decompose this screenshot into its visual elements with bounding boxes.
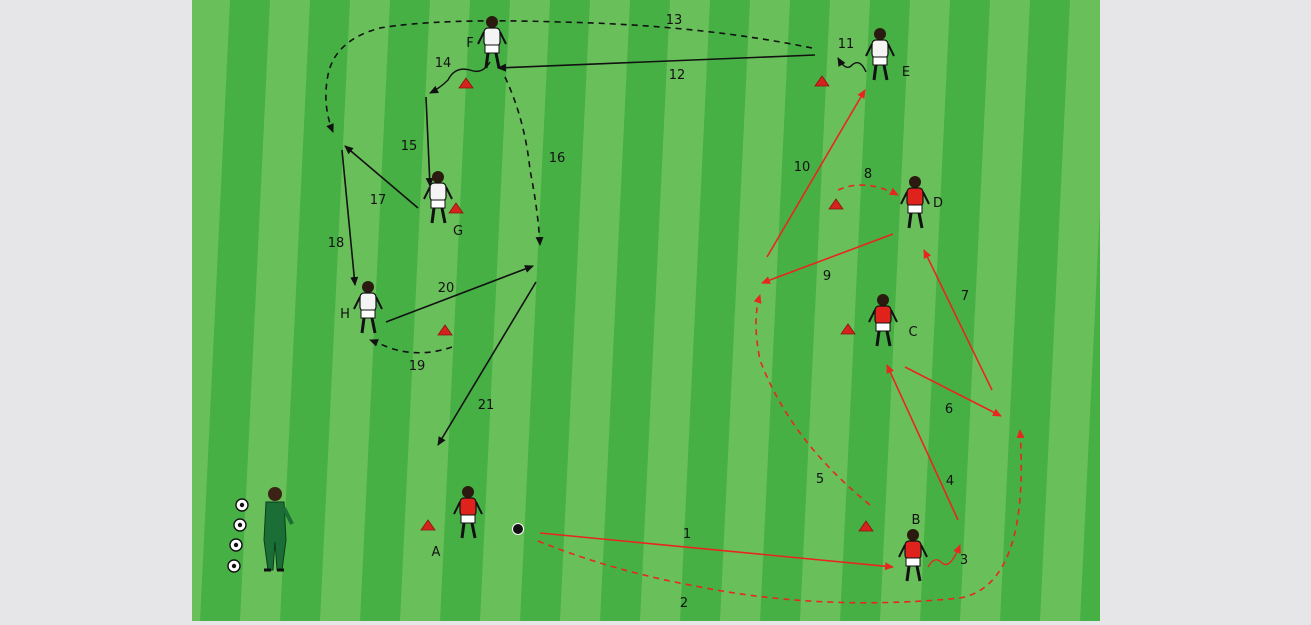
player-label-C: C: [908, 325, 917, 340]
player-label-B: B: [912, 513, 921, 528]
step-label-15: 15: [401, 139, 418, 154]
step-label-20: 20: [438, 281, 455, 296]
step-label-13: 13: [666, 13, 683, 28]
step-label-17: 17: [370, 193, 387, 208]
step-label-12: 12: [669, 68, 686, 83]
step-label-2: 2: [680, 596, 688, 611]
grass-stripe: [1160, 0, 1230, 621]
step-label-14: 14: [435, 56, 452, 71]
step-label-5: 5: [816, 472, 824, 487]
ball-icon: [513, 524, 524, 535]
player-label-G: G: [453, 224, 463, 239]
step-label-11: 11: [838, 37, 855, 52]
step-label-8: 8: [864, 167, 872, 182]
grass-stripe: [0, 0, 30, 621]
step-label-19: 19: [409, 359, 426, 374]
player-label-E: E: [902, 65, 910, 80]
player-label-D: D: [933, 196, 943, 211]
step-label-18: 18: [328, 236, 345, 251]
step-label-16: 16: [549, 151, 566, 166]
step-label-6: 6: [945, 402, 953, 417]
step-label-10: 10: [794, 160, 811, 175]
player-label-A: A: [432, 545, 441, 560]
step-label-21: 21: [478, 398, 495, 413]
step-label-9: 9: [823, 269, 831, 284]
step-label-1: 1: [683, 527, 691, 542]
step-label-7: 7: [961, 289, 969, 304]
player-label-F: F: [466, 36, 473, 51]
step-label-4: 4: [946, 474, 954, 489]
grass-stripe: [120, 0, 190, 621]
player-label-H: H: [340, 307, 350, 322]
step-label-3: 3: [960, 553, 968, 568]
grass-stripe: [40, 0, 110, 621]
